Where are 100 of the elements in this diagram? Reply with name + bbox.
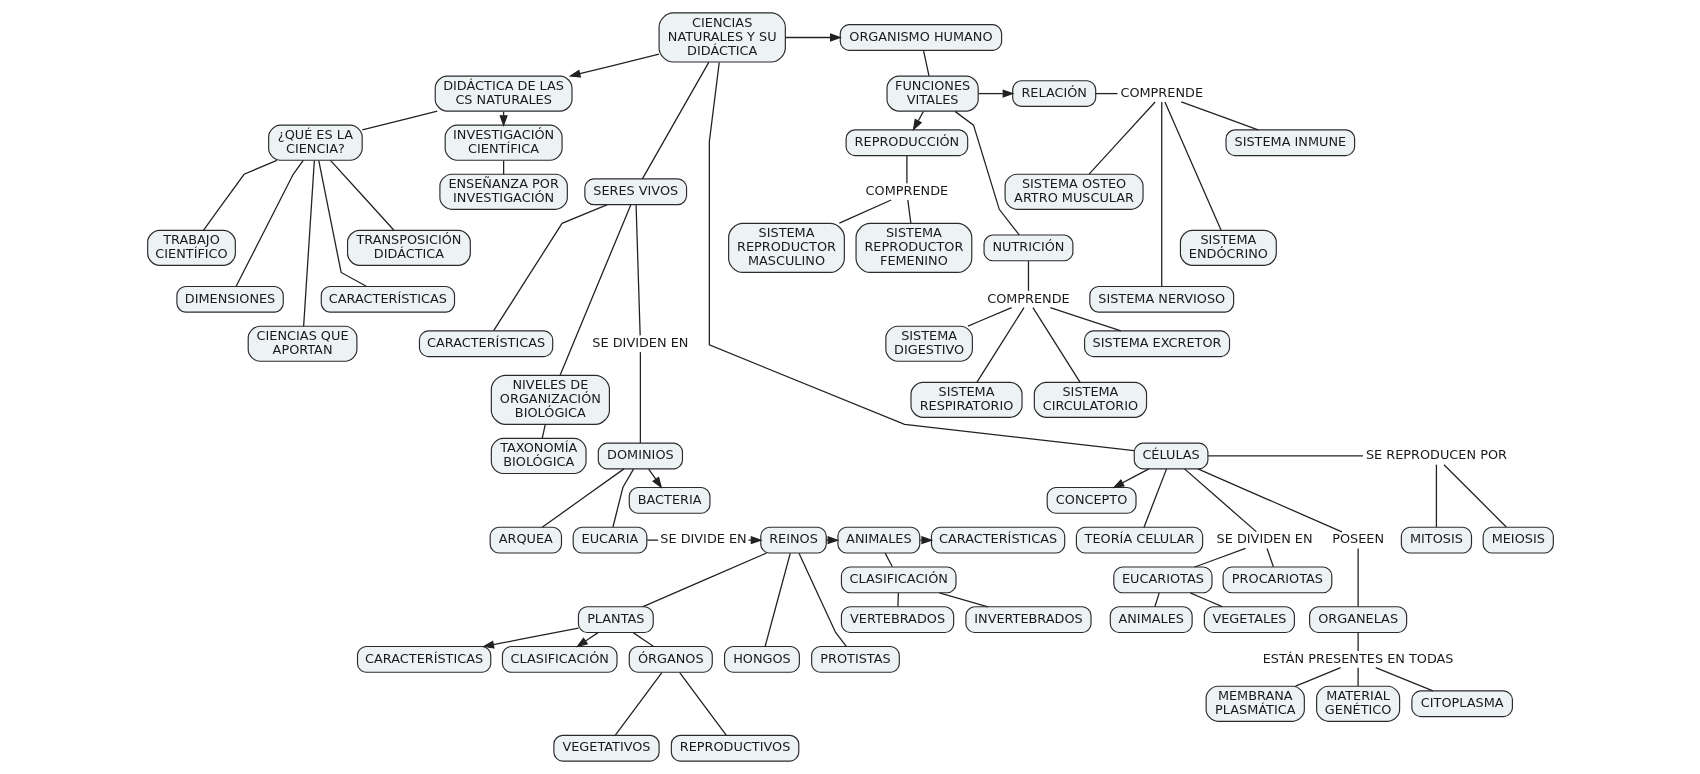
node-box: TRABAJO CIENTÍFICO — [146, 229, 236, 266]
connector — [1265, 547, 1274, 568]
arrow — [647, 468, 662, 489]
node-box: CITOPLASMA — [1410, 690, 1513, 718]
node-box: CONCEPTO — [1046, 486, 1137, 514]
node-box: CARACTERÍSTICAS — [356, 645, 491, 673]
node-text: COMPRENDE — [865, 183, 948, 199]
node-box: ARQUEA — [489, 526, 562, 554]
connector — [896, 592, 899, 607]
node-box: PROTISTAS — [810, 645, 900, 673]
connector — [1356, 547, 1359, 608]
node-box: ORGANISMO HUMANO — [839, 24, 1002, 51]
node-box: SISTEMA OSTEO ARTRO MUSCULAR — [1004, 173, 1144, 210]
node-box: SISTEMA EXCRETOR — [1083, 330, 1230, 358]
connector — [764, 552, 791, 647]
connector — [975, 306, 1025, 383]
node-box: MEMBRANA PLASMÁTICA — [1205, 685, 1305, 722]
node-box: VERTEBRADOS — [840, 606, 954, 634]
node-box: PROCARIOTAS — [1222, 566, 1332, 594]
arrow — [784, 33, 842, 42]
node-text: POSEEN — [1331, 531, 1384, 547]
node-box: RELACIÓN — [1011, 80, 1096, 108]
node-text: SE REPRODUCEN POR — [1365, 447, 1507, 463]
node-box: HONGOS — [723, 645, 800, 673]
connector — [541, 468, 625, 528]
connector — [1094, 92, 1118, 95]
connector — [1356, 667, 1359, 687]
node-box: DIMENSIONES — [175, 285, 284, 313]
connector — [1442, 464, 1507, 528]
connector — [678, 671, 727, 736]
node-box: ¿QUÉ ES LA CIENCIA? — [267, 124, 363, 161]
node-box: EUCARIOTAS — [1112, 566, 1213, 594]
node-box: REPRODUCTIVOS — [670, 734, 799, 762]
node-box: SERES VIVOS — [583, 178, 687, 206]
node-box: DOMINIOS — [597, 442, 683, 470]
node-box: TRANSPOSICIÓN DIDÁCTICA — [346, 229, 471, 266]
node-box: CLASIFICACIÓN — [501, 645, 618, 673]
node-box: VEGETALES — [1203, 606, 1295, 634]
connector — [953, 110, 1020, 236]
node-text: SE DIVIDE EN — [659, 531, 747, 547]
arrow — [977, 89, 1015, 98]
connector — [1435, 464, 1437, 528]
node-box: CARACTERÍSTICAS — [320, 285, 455, 313]
connector — [1160, 101, 1162, 287]
connector — [611, 468, 634, 528]
node-box: ÓRGANOS — [628, 645, 713, 673]
node-box: SISTEMA CIRCULATORIO — [1033, 381, 1147, 418]
connector — [558, 204, 631, 376]
node-box: NIVELES DE ORGANIZACIÓN BIOLÓGICA — [490, 374, 610, 425]
arrow — [1111, 468, 1150, 489]
node-box: SISTEMA DIGESTIVO — [884, 325, 973, 362]
node-box: ANIMALES — [1109, 606, 1193, 634]
connector — [1180, 101, 1259, 131]
connector — [1183, 468, 1257, 533]
node-box: REPRODUCCIÓN — [845, 129, 968, 157]
connector — [797, 552, 847, 647]
connector — [1294, 667, 1341, 687]
connector — [884, 552, 893, 568]
node-box: INVESTIGACIÓN CIENTÍFICA — [444, 124, 563, 161]
node-box: SISTEMA NERVIOSO — [1088, 285, 1234, 313]
node-box: SISTEMA RESPIRATORIO — [909, 381, 1023, 418]
node-box: BACTERIA — [628, 486, 711, 514]
node-box: CLASIFICACIÓN — [840, 566, 957, 594]
connector — [1087, 101, 1156, 175]
node-box: SISTEMA REPRODUCTOR FEMENINO — [854, 222, 972, 274]
connector — [361, 110, 438, 131]
arrow — [568, 53, 660, 78]
arrow — [481, 627, 579, 649]
connector — [1193, 547, 1246, 568]
node-text: ESTÁN PRESENTES EN TODAS — [1262, 650, 1454, 666]
connector — [541, 423, 546, 439]
connector — [1027, 260, 1029, 292]
node-box: ENSEÑANZA POR INVESTIGACIÓN — [438, 173, 568, 210]
node-text: COMPRENDE — [1119, 84, 1203, 100]
node-box: NUTRICIÓN — [982, 234, 1073, 262]
connector — [492, 204, 608, 332]
node-box: CARACTERÍSTICAS — [418, 330, 553, 358]
connector — [922, 49, 930, 77]
connector — [838, 199, 892, 224]
connector — [641, 552, 767, 608]
node-box: FUNCIONES VITALES — [885, 75, 979, 112]
node-box: EUCARIA — [572, 526, 647, 554]
node-box: ORGANELAS — [1308, 606, 1407, 634]
node-text: SE DIVIDEN EN — [1216, 531, 1313, 547]
node-box: DIDÁCTICA DE LAS CS NATURALES — [434, 75, 573, 112]
node-box: CIENCIAS NATURALES Y SU DIDÁCTICA — [658, 12, 786, 63]
connector — [966, 307, 1012, 327]
connector — [1142, 468, 1167, 528]
connector — [1153, 592, 1160, 607]
connector — [1196, 468, 1342, 533]
node-text: SE DIVIDEN EN — [591, 335, 688, 351]
node-box: PLANTAS — [577, 606, 654, 634]
connector — [329, 159, 395, 231]
connector — [639, 351, 641, 444]
connector — [235, 159, 304, 287]
connector — [1374, 667, 1434, 692]
node-text: COMPRENDE — [986, 290, 1070, 306]
arrow — [912, 111, 924, 132]
connector — [1206, 455, 1364, 457]
connector — [906, 199, 911, 224]
